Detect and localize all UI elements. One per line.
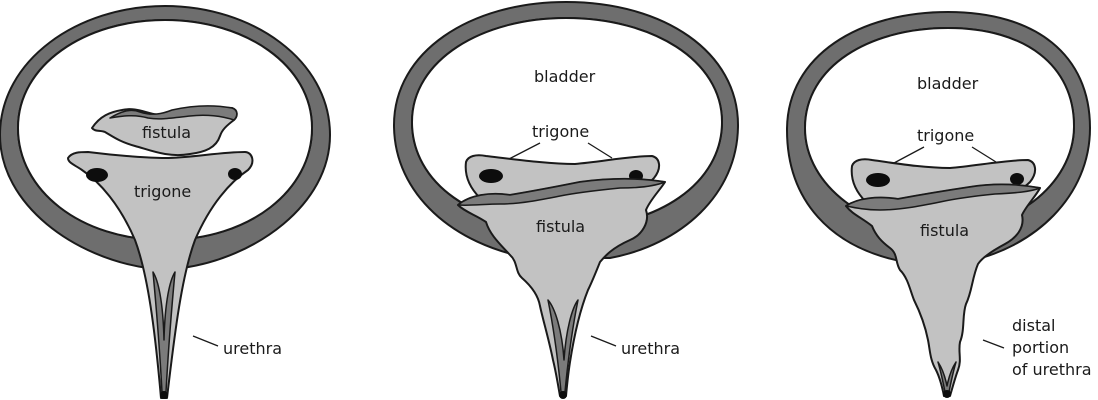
panel-1: fistula trigone urethra bbox=[0, 6, 330, 399]
ureteric-orifice-left bbox=[479, 169, 503, 183]
ureteric-orifice-right bbox=[228, 168, 242, 180]
label-distal-line2: portion bbox=[1012, 338, 1069, 357]
leader-urethra bbox=[193, 336, 218, 346]
label-fistula: fistula bbox=[536, 217, 585, 236]
label-urethra: urethra bbox=[223, 339, 282, 358]
urethral-meatus bbox=[160, 391, 168, 399]
label-urethra: urethra bbox=[621, 339, 680, 358]
label-trigone: trigone bbox=[134, 182, 191, 201]
label-distal-line1: distal bbox=[1012, 316, 1055, 335]
panel-2: bladder trigone fistula urethra bbox=[394, 2, 738, 399]
panel-3: bladder trigone fistula distal portion o… bbox=[787, 12, 1092, 398]
leader-distal-urethra bbox=[983, 340, 1004, 348]
label-trigone: trigone bbox=[917, 126, 974, 145]
label-trigone: trigone bbox=[532, 122, 589, 141]
label-distal-line3: of urethra bbox=[1012, 360, 1092, 379]
label-bladder: bladder bbox=[534, 67, 596, 86]
urethral-meatus bbox=[943, 390, 951, 398]
ureteric-orifice-left bbox=[866, 173, 890, 187]
urethral-meatus bbox=[559, 391, 567, 399]
label-bladder: bladder bbox=[917, 74, 979, 93]
ureteric-orifice-right bbox=[1010, 173, 1024, 185]
label-fistula: fistula bbox=[920, 221, 969, 240]
ureteric-orifice-left bbox=[86, 168, 108, 182]
fistula-shape bbox=[846, 184, 1040, 396]
leader-urethra bbox=[591, 336, 616, 346]
label-fistula: fistula bbox=[142, 123, 191, 142]
